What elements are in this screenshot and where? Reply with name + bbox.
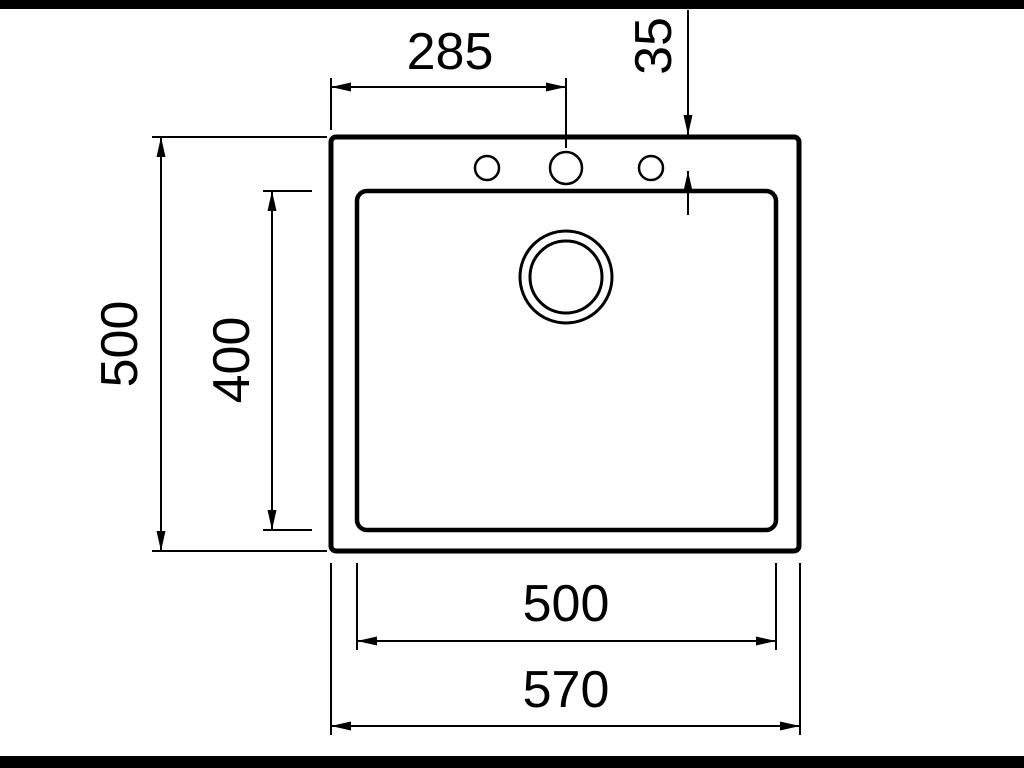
dimension-overall-depth: 500 xyxy=(91,136,327,552)
drain-outer-circle xyxy=(518,229,614,325)
faucet-hole-left xyxy=(473,154,501,182)
drain-inner-circle xyxy=(528,239,604,315)
letterbox-top xyxy=(0,0,1024,9)
letterbox-bottom xyxy=(0,756,1024,768)
dimension-overall-width: 570 xyxy=(330,563,801,735)
sink-bowl-outline xyxy=(354,188,779,533)
faucet-hole-right xyxy=(637,154,665,182)
faucet-hole-center xyxy=(548,150,584,186)
dimension-bowl-depth: 400 xyxy=(203,190,312,531)
dim-label-bowl-depth: 400 xyxy=(203,317,261,404)
dim-label-overall-width: 570 xyxy=(523,661,610,719)
dim-label-overall-depth: 500 xyxy=(91,301,149,388)
dim-label-top-center-width: 285 xyxy=(407,23,494,81)
dimension-hole-offset: 35 xyxy=(625,10,693,215)
dim-label-hole-offset: 35 xyxy=(625,17,683,75)
dim-label-bowl-width: 500 xyxy=(523,575,610,633)
dimension-top-center-width: 285 xyxy=(330,23,567,148)
dimension-bowl-width: 500 xyxy=(356,563,777,650)
